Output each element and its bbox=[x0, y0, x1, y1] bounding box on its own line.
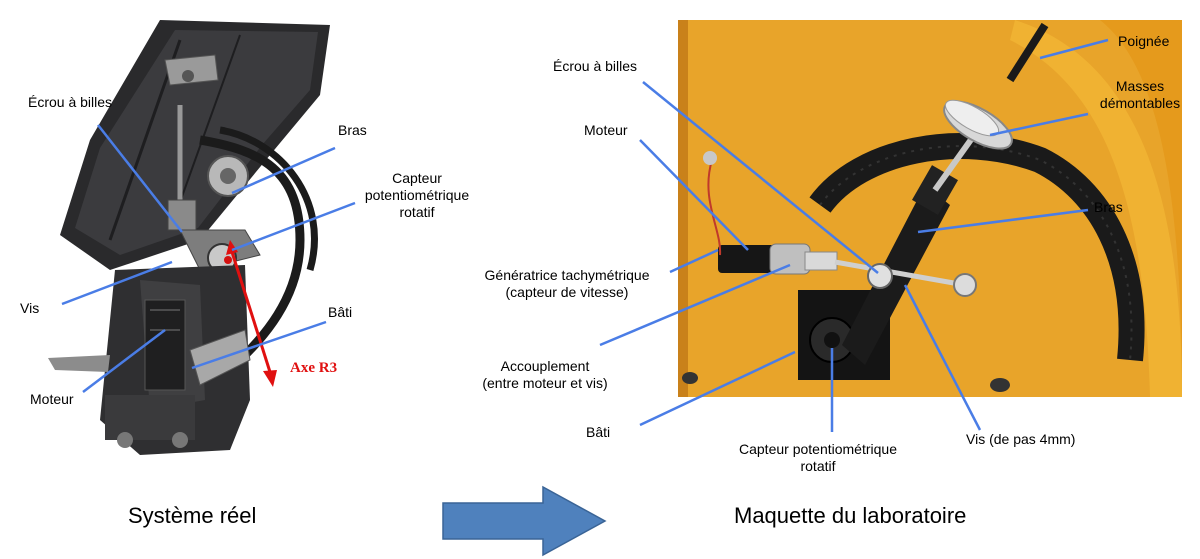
exoskeleton-body bbox=[48, 20, 330, 455]
leader-right-ecrou bbox=[642, 81, 879, 274]
label-right-generatrice: Génératrice tachymétrique (capteur de vi… bbox=[484, 267, 650, 300]
leader-left-bras bbox=[231, 146, 336, 195]
label-left-bras: Bras bbox=[338, 122, 367, 138]
leader-right-bati bbox=[639, 350, 796, 427]
lab-mockup-illustration bbox=[678, 20, 1182, 397]
label-left-bati: Bâti bbox=[328, 304, 353, 320]
label-right-accouplement: Accouplement (entre moteur et vis) bbox=[482, 358, 608, 391]
label-left-moteur: Moteur bbox=[30, 391, 74, 407]
label-right-bras: Bras bbox=[1094, 199, 1123, 215]
caption-real-system: Système réel bbox=[128, 503, 257, 528]
leader-left-bati bbox=[191, 320, 327, 370]
caption-lab-mockup: Maquette du laboratoire bbox=[734, 503, 967, 528]
label-left-ecrou: Écrou à billes bbox=[28, 94, 113, 110]
label-right-bati: Bâti bbox=[586, 424, 611, 440]
label-right-poignee: Poignée bbox=[1118, 33, 1170, 49]
leader-left-ecrou bbox=[97, 124, 183, 233]
axis-r3-arrow bbox=[230, 251, 272, 373]
leader-right-vis bbox=[903, 284, 982, 431]
label-right-vis: Vis (de pas 4mm) bbox=[966, 431, 1076, 447]
label-right-capteur: Capteur potentiométrique rotatif bbox=[739, 441, 897, 474]
leader-right-bras bbox=[917, 208, 1089, 234]
leader-left-vis bbox=[61, 260, 173, 306]
label-right-ecrou: Écrou à billes bbox=[553, 58, 638, 74]
leader-left-capteur bbox=[231, 201, 356, 252]
leader-right-masses bbox=[989, 112, 1089, 137]
leader-right-moteur bbox=[639, 139, 749, 251]
axis-r3-arrowhead bbox=[263, 370, 277, 387]
label-axis-r3: Axe R3 bbox=[290, 360, 338, 376]
transition-arrow bbox=[442, 485, 607, 557]
label-right-masses: Masses démontables bbox=[1099, 78, 1181, 111]
leader-right-accouplement bbox=[599, 263, 791, 347]
leader-right-poignee bbox=[1039, 38, 1109, 60]
label-left-capteur: Capteur potentiométrique rotatif bbox=[364, 170, 470, 220]
leader-right-generatrice bbox=[669, 248, 719, 274]
label-right-moteur: Moteur bbox=[584, 122, 628, 138]
leader-left-moteur bbox=[82, 329, 166, 393]
label-left-vis: Vis bbox=[20, 300, 40, 316]
